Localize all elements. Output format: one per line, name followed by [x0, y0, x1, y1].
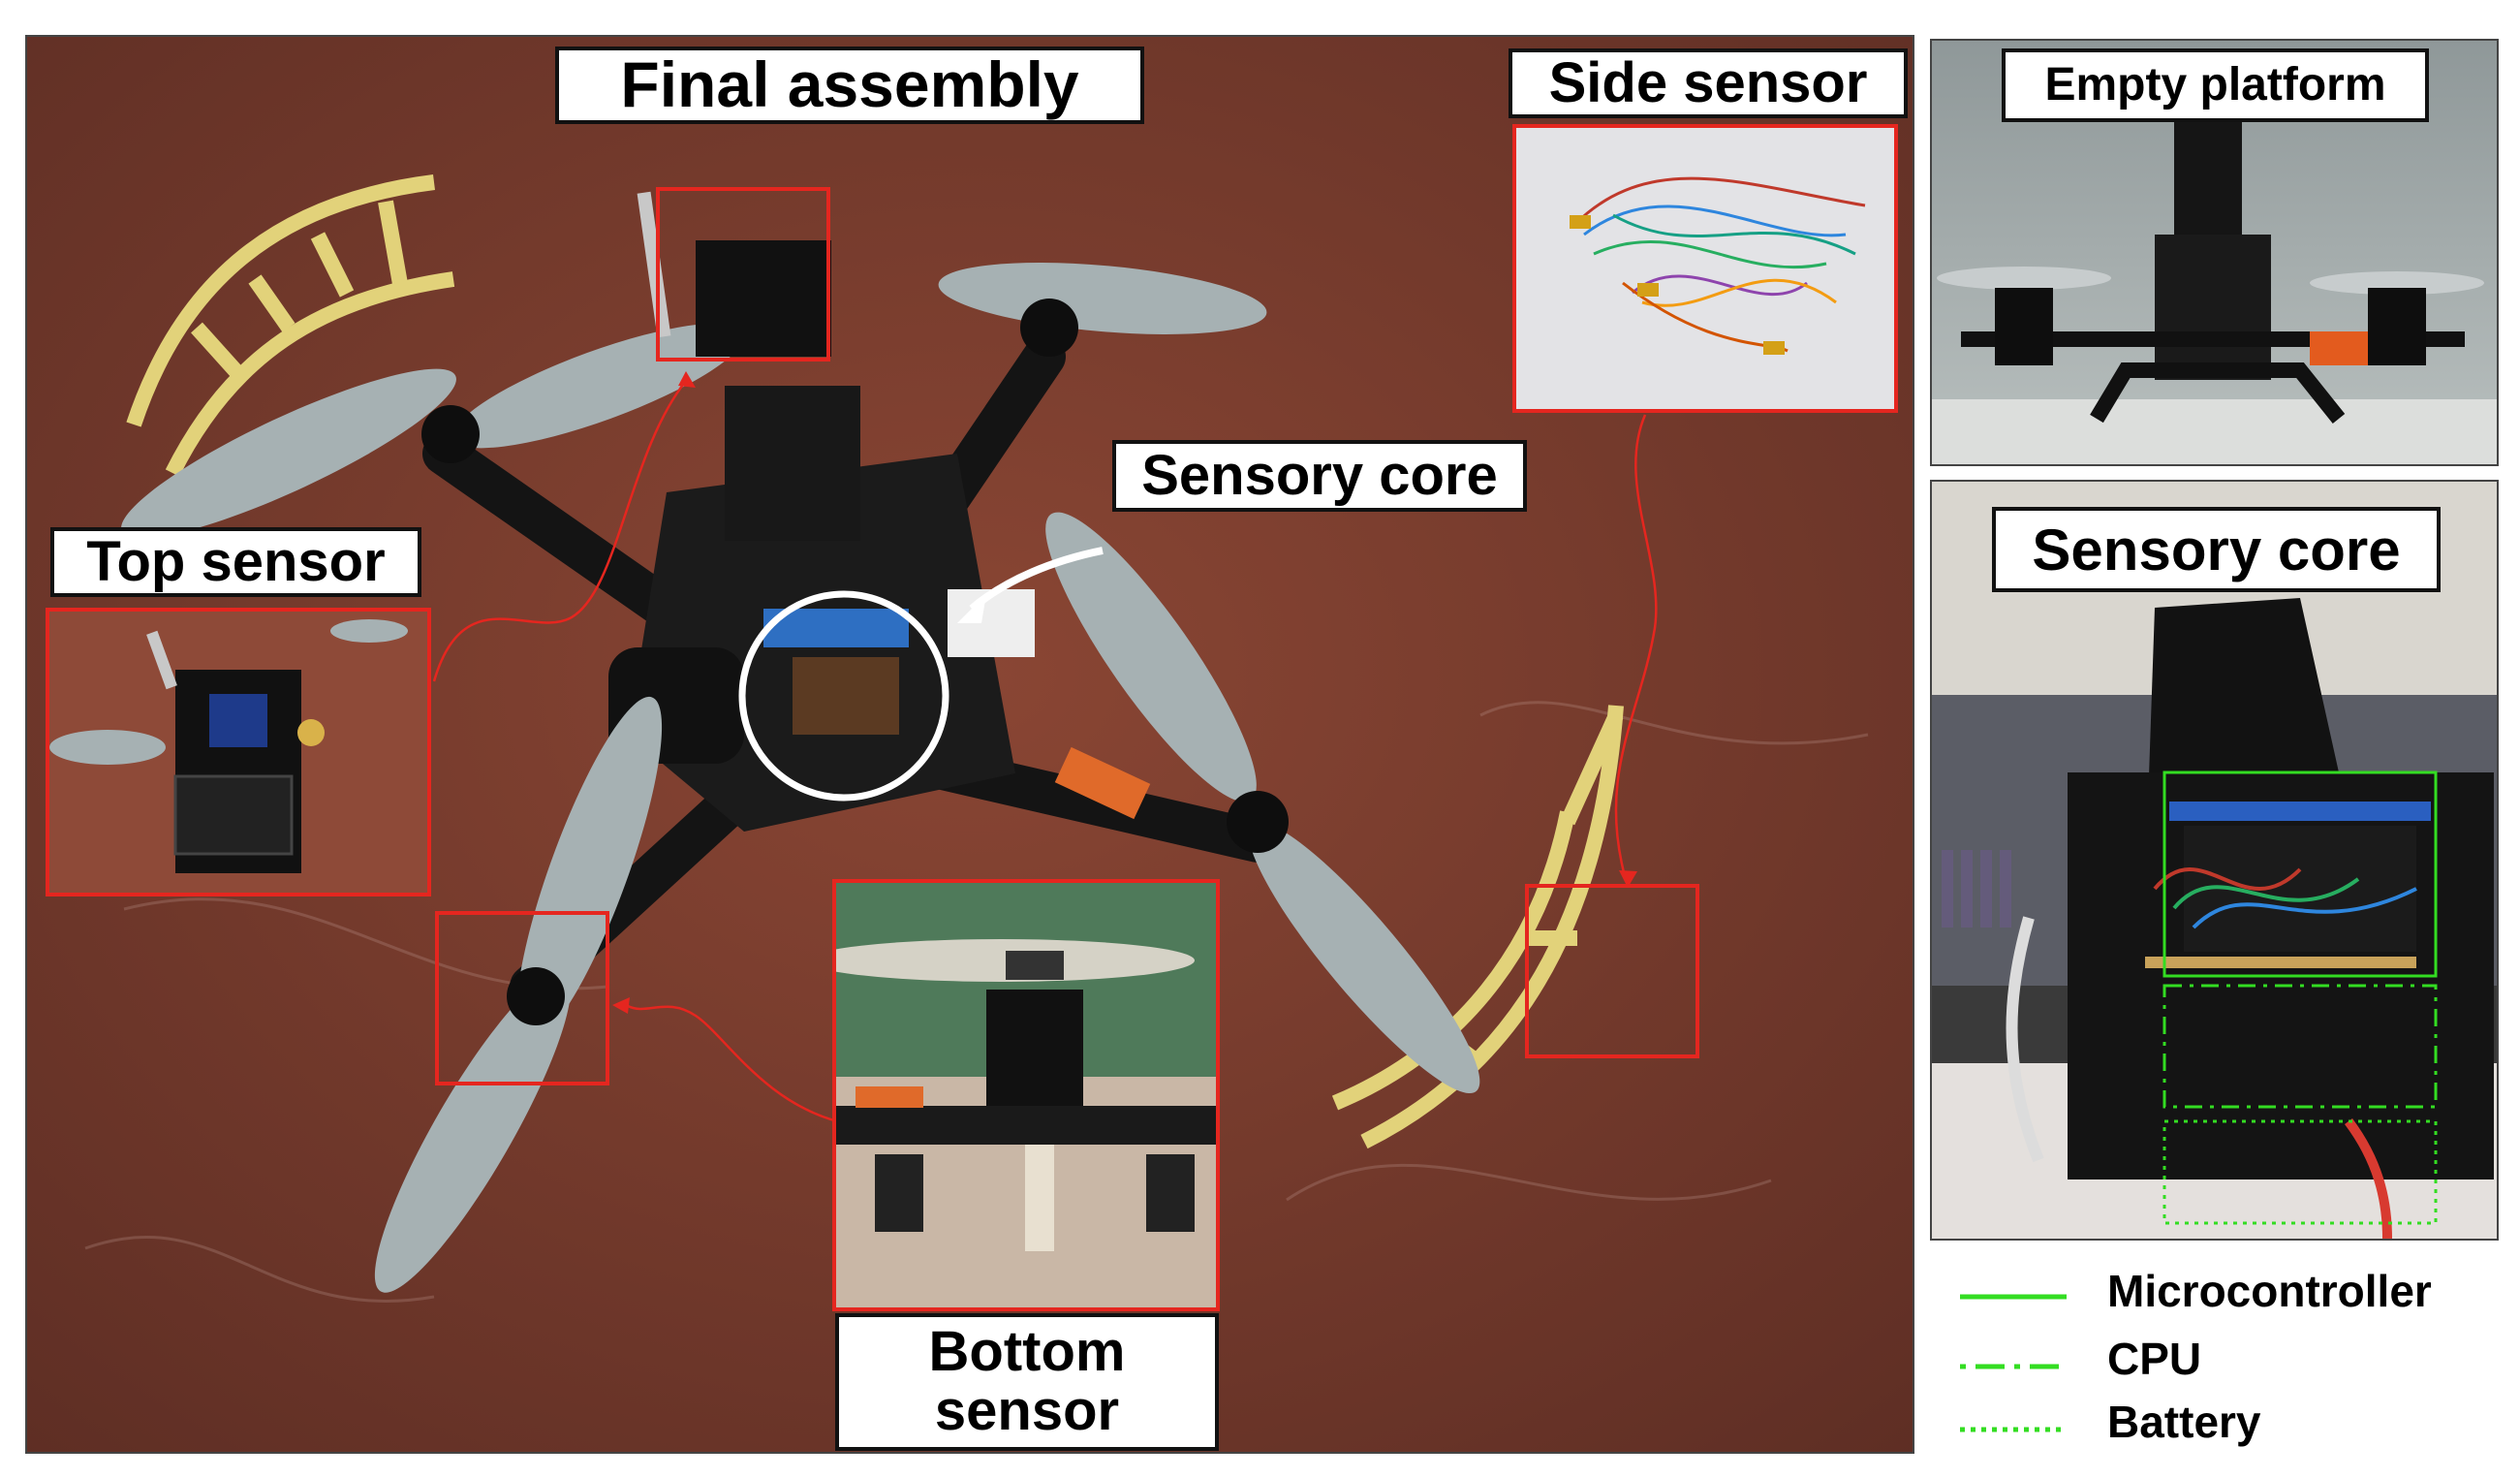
top-sensor-highlight [656, 187, 830, 362]
bottom-sensor-label: Bottom sensor [835, 1313, 1219, 1451]
side-sensor-label: Side sensor [1509, 48, 1908, 118]
top-sensor-label: Top sensor [50, 527, 421, 597]
bottom-sensor-inset [832, 879, 1220, 1311]
sensory-core-photo [1930, 480, 2499, 1241]
sensory-core-circle [738, 590, 949, 802]
propeller-guard-left [126, 174, 455, 477]
final-assembly-label: Final assembly [555, 47, 1144, 124]
legend-cpu-label: CPU [2107, 1334, 2202, 1384]
empty-platform-label: Empty platform [2002, 48, 2429, 122]
legend-swatches [1960, 1294, 2067, 1432]
drone-body [608, 386, 1151, 832]
bottom-sensor-label-line1: Bottom [928, 1320, 1126, 1384]
legend-microcontroller-label: Microcontroller [2107, 1266, 2432, 1316]
side-sensor-inset [1512, 124, 1898, 413]
top-sensor-inset [46, 608, 431, 896]
bottom-sensor-illustration [836, 883, 1216, 1307]
legend-battery-label: Battery [2107, 1397, 2261, 1447]
sensory-core-photo-label: Sensory core [1992, 507, 2441, 592]
bottom-sensor-highlight [435, 911, 609, 1085]
sensory-core-label: Sensory core [1112, 440, 1527, 512]
bottom-sensor-label-line2: sensor [934, 1379, 1120, 1442]
sensory-core-illustration [1932, 482, 2497, 1239]
side-sensor-illustration [1516, 128, 1894, 409]
side-sensor-highlight [1525, 884, 1699, 1058]
top-sensor-illustration [49, 612, 427, 893]
